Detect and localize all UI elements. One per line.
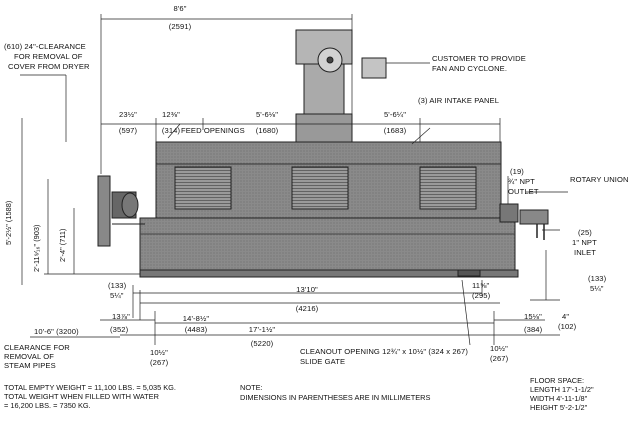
air-intake-panel-3 bbox=[420, 167, 476, 209]
weight-line-2: TOTAL WEIGHT WHEN FILLED WITH WATER bbox=[4, 392, 159, 401]
height-711-label: 2'-4" (711) bbox=[58, 228, 67, 262]
length-13-10-label: 13'10" bbox=[296, 285, 318, 294]
right-384-label: (384) bbox=[524, 325, 543, 334]
cleanout-note-1: CLEANOUT OPENING 12¾" x 10½" (324 x 267) bbox=[300, 347, 468, 356]
cleanout-gate bbox=[458, 270, 480, 276]
segment-2-label: 12⅜" bbox=[162, 110, 180, 119]
note-title: NOTE: bbox=[240, 383, 263, 392]
left-133-label: (133) bbox=[108, 281, 127, 290]
segment-4-label: 5'-6¼" bbox=[383, 110, 407, 119]
segment-3-mm-label: (1680) bbox=[255, 126, 279, 135]
fan-motor bbox=[362, 58, 386, 78]
rotary-union-label: ROTARY UNION bbox=[570, 175, 629, 184]
segment-2-mm-label: (314) bbox=[161, 126, 181, 135]
left-13-78-label: 13⅞" bbox=[112, 312, 130, 321]
left-352-label: (352) bbox=[110, 325, 129, 334]
steam-note-1: CLEARANCE FOR bbox=[4, 343, 70, 352]
overall-width-mm-label: (2591) bbox=[168, 22, 192, 31]
steam-note-2: REMOVAL OF bbox=[4, 352, 54, 361]
left-514-label: 5¼" bbox=[110, 291, 124, 300]
gate-offset-label: 11⅝" bbox=[472, 281, 490, 290]
steam-note-3: STEAM PIPES bbox=[4, 361, 56, 370]
length-5220-label: (5220) bbox=[250, 339, 274, 348]
right-10-12-label: 10½" bbox=[490, 344, 508, 353]
overall-width-label: 8'6" bbox=[173, 4, 187, 13]
note-text: DIMENSIONS IN PARENTHESES ARE IN MILLIME… bbox=[240, 393, 431, 402]
weight-line-1: TOTAL EMPTY WEIGHT = 11,100 LBS. = 5,035… bbox=[4, 383, 176, 392]
clearance-cover-label-3: COVER FROM DRYER bbox=[8, 62, 90, 71]
inlet-mm-label: (25) bbox=[578, 228, 592, 237]
left-267-label: (267) bbox=[150, 358, 169, 367]
exhaust-stack bbox=[296, 114, 352, 142]
air-intake-label: (3) AIR INTAKE PANEL bbox=[418, 96, 500, 105]
length-4216-label: (4216) bbox=[295, 304, 319, 313]
rotary-union bbox=[520, 210, 548, 224]
gate-offset-mm-label: (295) bbox=[472, 291, 491, 300]
floor-width: WIDTH 4'-11-1/8" bbox=[530, 394, 588, 403]
inlet-size-label: 1" NPT bbox=[572, 238, 597, 247]
left-10-12-label: 10½" bbox=[150, 348, 168, 357]
floor-length: LENGTH 17'-1-1/2" bbox=[530, 385, 594, 394]
outlet-label: OUTLET bbox=[508, 187, 539, 196]
feed-openings-label: FEED OPENINGS bbox=[181, 126, 245, 135]
base-frame bbox=[140, 270, 518, 277]
right-267-label: (267) bbox=[490, 354, 509, 363]
right-514-label: 5¼" bbox=[590, 284, 604, 293]
clearance-cover-label: (610) 24"-CLEARANCE bbox=[4, 42, 86, 51]
air-intake-panel-1 bbox=[175, 167, 231, 209]
height-903-label: 2'-11⁹⁄₁₆" (903) bbox=[32, 224, 41, 272]
dimension-lines bbox=[20, 14, 568, 345]
right-4in-label: 4" bbox=[562, 312, 570, 321]
right-102-label: (102) bbox=[558, 322, 577, 331]
weight-line-3: = 16,200 LBS. = 7350 KG. bbox=[4, 401, 91, 410]
right-bearing bbox=[500, 204, 518, 222]
floor-space-title: FLOOR SPACE: bbox=[530, 376, 585, 385]
right-15-18-label: 15⅛" bbox=[524, 312, 542, 321]
drive-motor bbox=[98, 176, 110, 246]
cleanout-note-2: SLIDE GATE bbox=[300, 357, 346, 366]
outlet-mm-label: (19) bbox=[510, 167, 524, 176]
length-14-8-label: 14'-8½" bbox=[182, 314, 210, 323]
lower-trough bbox=[140, 218, 515, 274]
segment-1-label: 23½" bbox=[119, 110, 137, 119]
dryer-body bbox=[98, 30, 548, 277]
floor-height: HEIGHT 5'-2-1/2" bbox=[530, 403, 588, 412]
customer-note-1: CUSTOMER TO PROVIDE bbox=[432, 54, 526, 63]
right-133-label: (133) bbox=[588, 274, 607, 283]
customer-note-2: FAN AND CYCLONE. bbox=[432, 64, 508, 73]
drive-pulley bbox=[122, 193, 138, 217]
overall-height-label: 5'-2½" (1588) bbox=[4, 200, 13, 245]
steam-clearance-label: 10'-6" (3200) bbox=[34, 327, 79, 336]
clearance-cover-label-2: FOR REMOVAL OF bbox=[14, 52, 83, 61]
segment-3-label: 5'-6⅛" bbox=[255, 110, 279, 119]
inlet-label: INLET bbox=[574, 248, 597, 257]
outlet-size-label: ¾" NPT bbox=[508, 177, 535, 186]
segment-4-mm-label: (1683) bbox=[383, 126, 407, 135]
length-17-1-label: 17'-1½" bbox=[248, 325, 276, 334]
air-intake-panel-2 bbox=[292, 167, 348, 209]
segment-1-mm-label: (597) bbox=[118, 126, 138, 135]
length-4483-label: (4483) bbox=[184, 325, 208, 334]
